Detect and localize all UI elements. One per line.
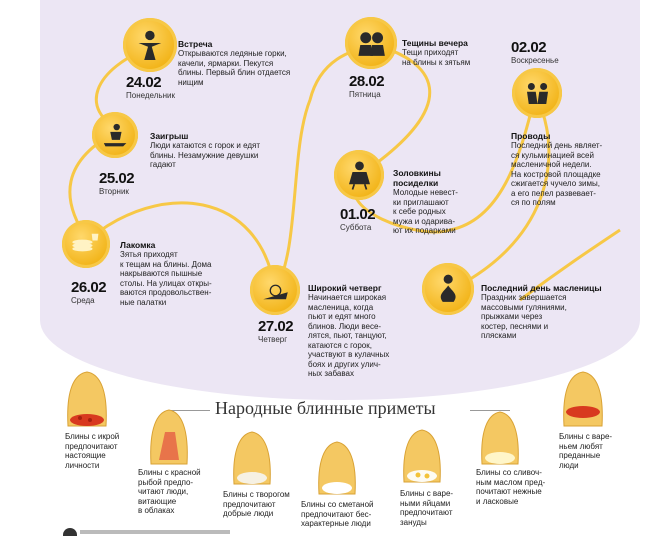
event-coin-teshchiny bbox=[345, 17, 397, 69]
event-day: Суббота bbox=[340, 223, 372, 232]
event-title: Золовкины посиделки bbox=[393, 168, 441, 188]
event-date: 25.02 bbox=[99, 170, 135, 187]
event-day: Среда bbox=[71, 296, 95, 305]
event-title: Заигрыш bbox=[150, 131, 189, 141]
bowing-people-icon bbox=[526, 82, 548, 104]
event-date: 28.02 bbox=[349, 73, 385, 90]
event-date: 01.02 bbox=[340, 206, 376, 223]
footer-credit bbox=[80, 530, 230, 534]
couple-icon bbox=[358, 32, 385, 56]
straw-doll-icon bbox=[138, 30, 162, 61]
event-title: Проводы bbox=[511, 131, 551, 141]
event-date: 27.02 bbox=[258, 318, 294, 335]
pancake-butter-icon bbox=[481, 411, 519, 465]
event-day: Воскресенье bbox=[511, 56, 559, 65]
event-title: Тещины вечера bbox=[402, 38, 468, 48]
event-description: Открываются ледяные горки,качели, ярмарк… bbox=[178, 49, 291, 87]
event-date: 24.02 bbox=[126, 74, 162, 91]
pancake-sour-cream-icon bbox=[318, 441, 356, 495]
event-coin-vstrecha bbox=[123, 18, 177, 72]
event-coin-zolovkiny bbox=[334, 150, 384, 200]
sled-icon bbox=[103, 123, 127, 147]
event-description: Последний день являет-ся кульминацией вс… bbox=[511, 141, 603, 207]
pancake-stack-icon bbox=[72, 233, 99, 252]
pancake-eggs-icon bbox=[403, 429, 441, 483]
pancake-cottage-cheese-icon bbox=[233, 431, 271, 485]
pancake-jam-icon bbox=[563, 371, 603, 427]
event-coin-shirokiy bbox=[250, 265, 300, 315]
event-day: Вторник bbox=[99, 187, 129, 196]
footer-logo-icon bbox=[63, 528, 77, 536]
banner-divider-right bbox=[470, 410, 510, 411]
event-day: Пятница bbox=[349, 90, 381, 99]
event-date: 26.02 bbox=[71, 279, 107, 296]
pancake-fish-icon bbox=[150, 409, 188, 465]
event-title: Широкий четверг bbox=[308, 283, 382, 293]
section-title: Народные блинные приметы bbox=[215, 398, 436, 418]
event-day: Понедельник bbox=[126, 91, 175, 100]
event-date: 02.02 bbox=[511, 39, 547, 56]
troika-icon bbox=[262, 284, 288, 299]
event-title: Лакомка bbox=[120, 240, 156, 250]
timeline-path bbox=[68, 43, 621, 302]
bonfire-icon bbox=[440, 274, 456, 302]
event-title: Последний день масленицы bbox=[481, 283, 602, 293]
event-day: Четверг bbox=[258, 335, 288, 344]
event-coin-lakomka bbox=[62, 220, 110, 268]
event-coin-zaigrysh bbox=[92, 112, 138, 158]
dancer-icon bbox=[348, 161, 370, 190]
event-title: Встреча bbox=[178, 39, 213, 49]
event-coin-posledniy bbox=[422, 263, 474, 315]
banner-divider-left bbox=[170, 410, 210, 411]
omen-butter: Блины со сливоч-ным маслом пред-почитают… bbox=[476, 468, 546, 506]
pancake-caviar-icon bbox=[67, 371, 107, 427]
event-coin-provody bbox=[512, 68, 562, 118]
